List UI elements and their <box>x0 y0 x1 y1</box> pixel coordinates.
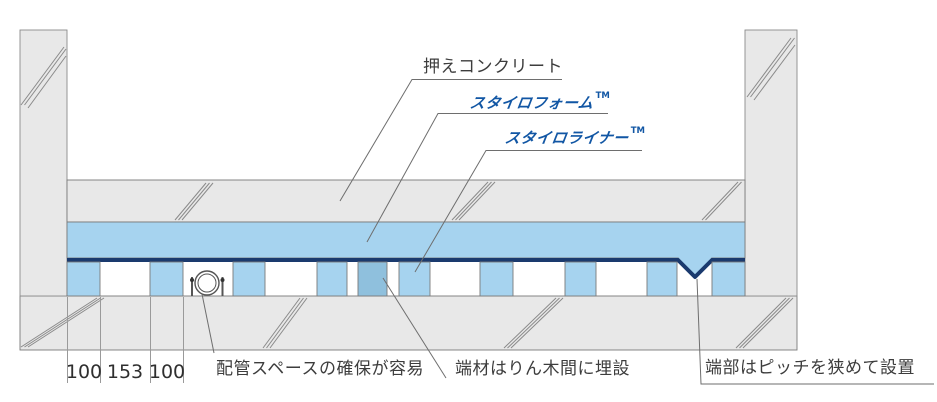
hatch-mark <box>451 181 489 221</box>
styrofoam-board-layer <box>66 221 746 259</box>
hatch-marks <box>20 37 796 349</box>
pipe-inner <box>197 273 217 293</box>
hatch-mark <box>507 297 560 349</box>
leader-edge-pitch <box>696 278 934 385</box>
leader-styroliner <box>414 150 642 273</box>
hatch-mark <box>27 297 105 348</box>
sleeper-block <box>564 261 597 297</box>
dimension-value: 100 <box>148 361 186 383</box>
leader-concrete <box>339 79 562 202</box>
hatch-mark <box>262 297 301 349</box>
styroliner-sheet <box>67 258 745 279</box>
edge-notch-fill <box>678 257 712 276</box>
hatch-mark <box>503 297 557 349</box>
sleeper-block <box>149 261 184 297</box>
hatch-mark <box>735 297 787 349</box>
styroliner-tm-mark: TM <box>630 126 645 136</box>
styroliner-logo-text: スタイロライナー <box>503 129 630 147</box>
hatch-mark <box>701 181 739 221</box>
leader-piping <box>201 293 215 354</box>
hatch-mark <box>24 48 67 106</box>
piping-label: 配管スペースの確保が容易 <box>216 359 424 379</box>
styroliner-logo: スタイロライナー TM <box>503 126 645 148</box>
hatch-mark <box>739 297 790 349</box>
concrete-label: 押えコンクリート <box>423 57 563 77</box>
dimension-value: 153 <box>106 361 144 383</box>
hatch-mark <box>266 297 304 349</box>
hatch-mark <box>455 181 492 221</box>
sleeper-blocks <box>66 261 746 297</box>
hatch-mark <box>742 297 794 349</box>
floor-slab <box>19 295 798 351</box>
pipe-clamp-bolt <box>190 278 194 282</box>
concrete-topping-layer <box>66 179 746 223</box>
pipe-clamp-bolt <box>220 278 225 282</box>
hatch-mark <box>746 37 792 98</box>
hatch-mark <box>174 182 207 221</box>
sleeper-block <box>316 261 348 297</box>
hatch-mark <box>705 181 742 221</box>
leader-lines <box>201 79 934 385</box>
hatch-mark <box>24 297 101 348</box>
hatch-mark <box>458 181 496 221</box>
right-wall <box>744 29 798 297</box>
sleeper-block <box>66 261 101 297</box>
styrofoam-tm-mark: TM <box>595 91 610 101</box>
leader-offcut <box>382 277 447 379</box>
hatch-mark <box>178 182 210 221</box>
styrofoam-logo: スタイロフォーム TM <box>468 91 610 113</box>
sleeper-block <box>479 261 514 297</box>
hatch-mark <box>181 182 214 221</box>
dimension-lines <box>67 297 184 383</box>
hatch-mark <box>20 297 98 348</box>
leader-styrofoam <box>366 113 608 243</box>
hatch-mark <box>750 37 795 98</box>
dimension-value: 100 <box>65 361 103 383</box>
sleeper-block <box>398 261 431 297</box>
offcut-block <box>357 261 388 297</box>
hatch-mark <box>269 297 308 349</box>
hatch-mark <box>510 297 564 349</box>
styrofoam-logo-text: スタイロフォーム <box>468 94 595 112</box>
sleeper-block <box>646 261 678 297</box>
pipe <box>190 270 225 296</box>
sleeper-block <box>711 261 746 297</box>
edge-pitch-label: 端部はピッチを狭めて設置 <box>705 358 915 378</box>
offcut-label: 端材はりん木間に埋設 <box>455 359 630 379</box>
sleeper-block <box>232 261 266 297</box>
hatch-mark <box>753 44 796 101</box>
hatch-mark <box>27 55 67 109</box>
left-wall <box>19 29 68 297</box>
hatch-mark <box>20 46 65 106</box>
